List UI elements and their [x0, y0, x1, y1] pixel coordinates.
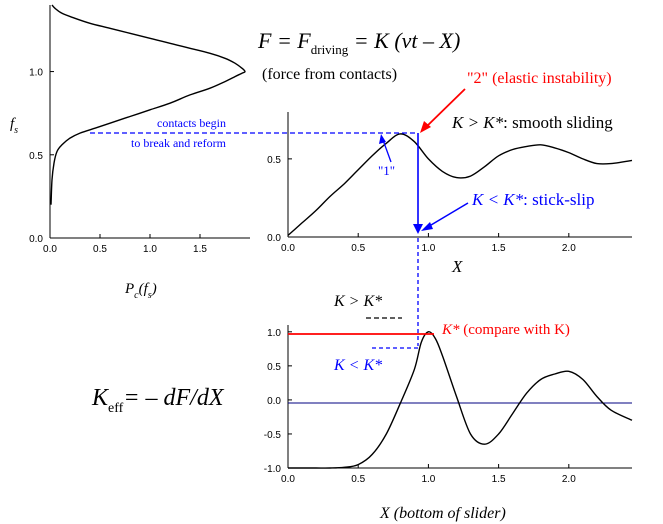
label-1-arrow: [382, 139, 392, 163]
legend-k-less: K < K*: [333, 357, 382, 374]
force-plot: 0.0 0.5 1.0 1.5 2.0 0.0 0.5 X: [267, 112, 633, 276]
contacts-label-line2: to break and reform: [131, 136, 227, 150]
stick-slip-drop-arrowhead: [413, 224, 423, 234]
kstar-compare-label: K* (compare with K): [441, 322, 570, 338]
elastic-instability-arrowhead: [420, 121, 431, 133]
x-tick-label: 0.0: [281, 243, 295, 254]
distribution-ticks: 0.0 0.5 1.0 1.5 0.0 0.5 1.0: [29, 68, 207, 255]
keff-ticks: 0.0 0.5 1.0 1.5 2.0 1.0 0.5 0.0 -0.5 -1.0: [264, 328, 576, 485]
y-tick-label: 0.0: [267, 396, 281, 407]
keff-curve: [288, 331, 633, 469]
y-tick-label: -0.5: [264, 430, 282, 441]
y-tick-label: 0.5: [267, 362, 281, 373]
stick-slip-arrowhead: [421, 222, 433, 231]
y-tick-label: -1.0: [264, 464, 282, 475]
x-tick-label: 1.0: [421, 474, 435, 485]
keff-plot: 0.0 0.5 1.0 1.5 2.0 1.0 0.5 0.0 -0.5 -1.0 X (bott…: [264, 325, 633, 522]
y-tick-label: 0.5: [267, 155, 281, 166]
x-tick-label: 0.5: [351, 474, 365, 485]
x-tick-label: 0.0: [43, 244, 57, 255]
elastic-instability-label: "2" (elastic instability): [467, 70, 612, 87]
y-tick-label: 1.0: [267, 328, 281, 339]
smooth-sliding-label: K > K*: smooth sliding: [451, 113, 613, 132]
x-tick-label: 1.5: [193, 244, 207, 255]
x-tick-label: 1.5: [492, 243, 506, 254]
x-tick-label: 1.0: [143, 244, 157, 255]
distribution-plot: 0.0 0.5 1.0 1.5 0.0 0.5 1.0 fs Pc(fs): [10, 4, 250, 301]
contacts-label-line1: contacts begin: [157, 116, 226, 130]
y-tick-label: 0.0: [267, 233, 281, 244]
force-equation: F = Fdriving = K (vt – X): [257, 28, 460, 57]
keff-xlabel: X (bottom of slider): [379, 505, 506, 522]
y-tick-label: 1.0: [29, 68, 43, 79]
force-xlabel: X: [451, 257, 463, 276]
x-tick-label: 0.5: [93, 244, 107, 255]
x-tick-label: 1.0: [421, 243, 435, 254]
distribution-xlabel: Pc(fs): [124, 281, 157, 301]
label-1: "1": [378, 163, 395, 178]
force-caption: (force from contacts): [262, 66, 397, 83]
force-ticks: 0.0 0.5 1.0 1.5 2.0 0.0 0.5: [267, 155, 576, 254]
distribution-curve: [50, 4, 246, 205]
x-tick-label: 2.0: [562, 243, 576, 254]
x-tick-label: 2.0: [562, 474, 576, 485]
x-tick-label: 1.5: [492, 474, 506, 485]
label-1-arrowhead: [379, 134, 386, 144]
elastic-instability-arrow: [424, 88, 466, 129]
distribution-ylabel: fs: [10, 116, 18, 136]
legend-k-greater: K > K*: [333, 293, 382, 310]
y-tick-label: 0.5: [29, 151, 43, 162]
x-tick-label: 0.0: [281, 474, 295, 485]
stick-slip-label: K < K*: stick-slip: [471, 190, 594, 209]
keff-equation: Keff= – dF/dX: [91, 385, 225, 416]
y-tick-label: 0.0: [29, 234, 43, 245]
stick-slip-arrow: [425, 202, 469, 229]
force-curve: [287, 133, 633, 236]
x-tick-label: 0.5: [351, 243, 365, 254]
